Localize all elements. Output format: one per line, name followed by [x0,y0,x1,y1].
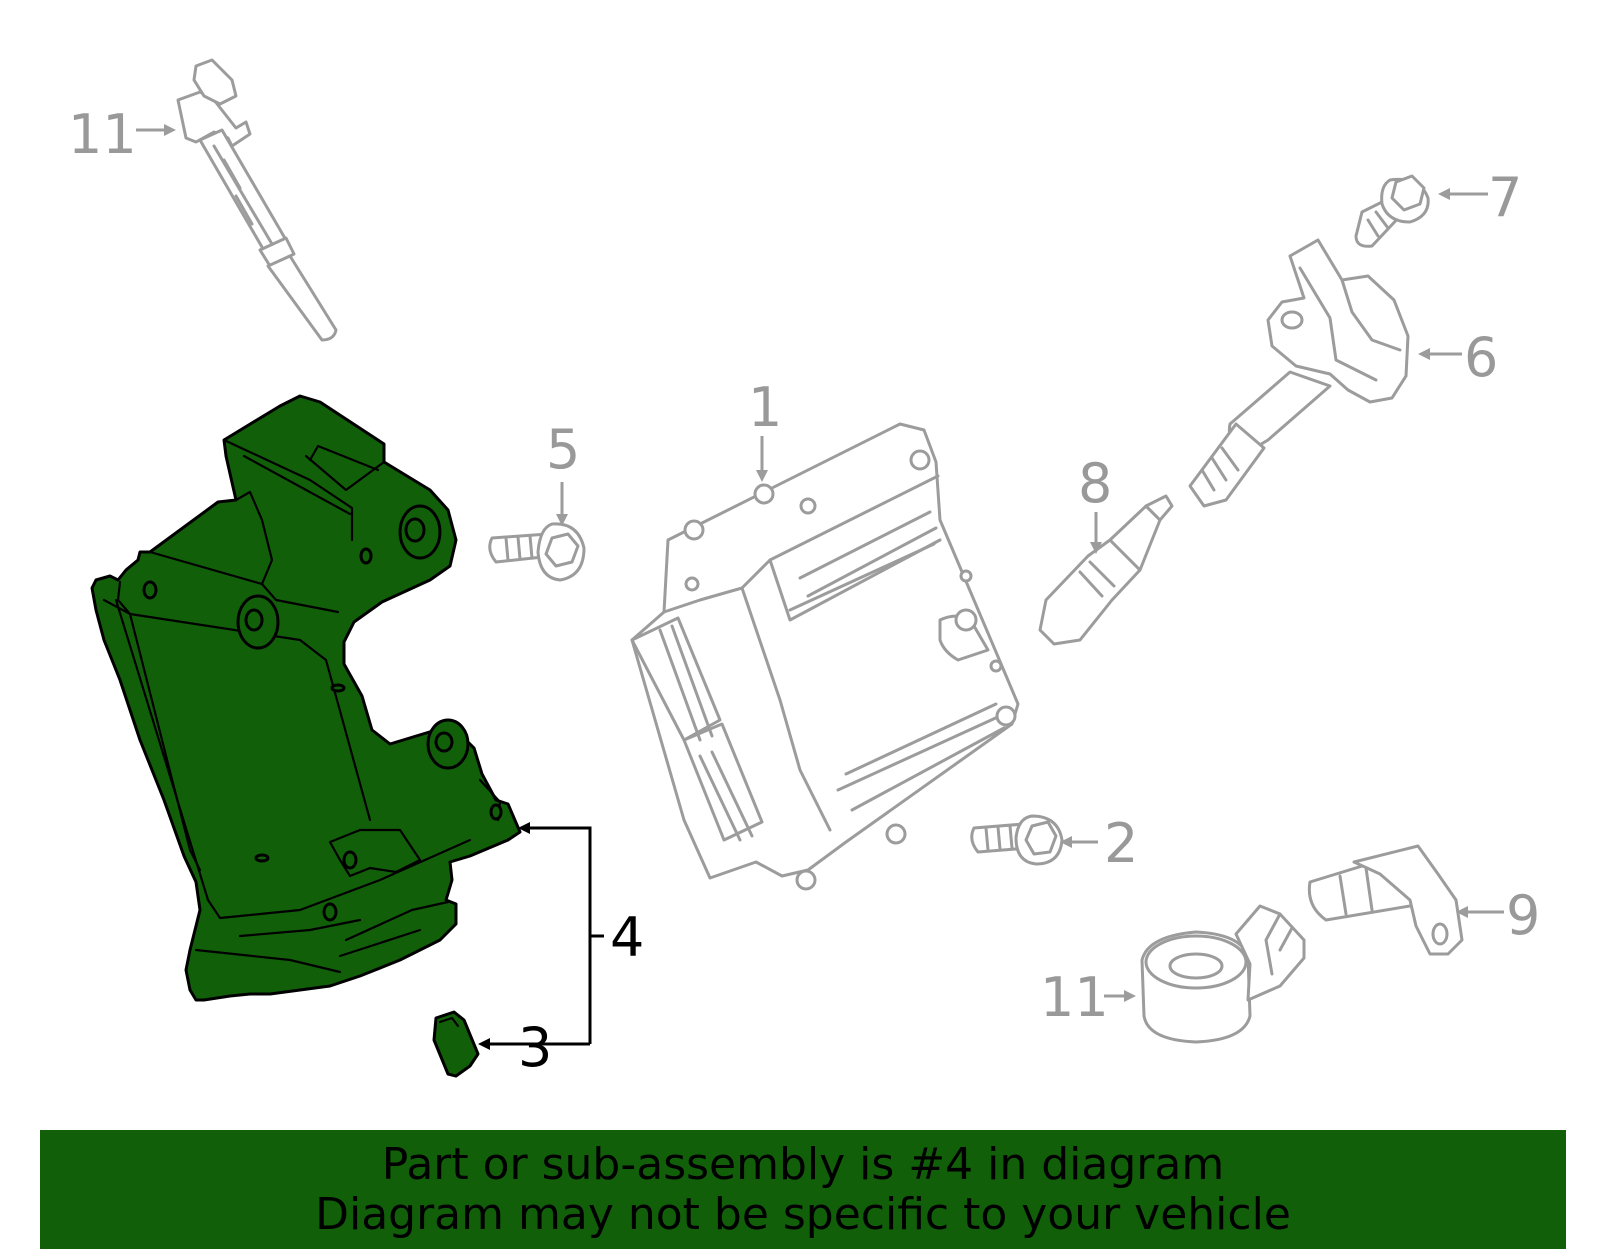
bracket-body [90,394,522,1002]
part-4-bracket[interactable] [90,394,522,1002]
part-1-ecu[interactable] [630,422,1020,891]
callout-6[interactable]: 6 [1464,326,1498,389]
callout-9[interactable]: 9 [1506,884,1540,947]
part-6-ignition-coil[interactable] [1188,238,1410,508]
callout-11[interactable]: 11 [1040,966,1109,1029]
callout-labels: 11 5 1 8 7 6 2 9 11 4 3 [68,103,1540,1079]
leader-lines [136,124,1504,1050]
part-5-bolt[interactable] [488,522,586,582]
callout-1[interactable]: 1 [748,376,782,439]
part-2-bolt[interactable] [970,814,1064,866]
callout-2[interactable]: 2 [1104,812,1138,875]
callout-3[interactable]: 3 [518,1016,552,1079]
part-7-bolt[interactable] [1354,174,1430,248]
callout-7[interactable]: 7 [1488,166,1522,229]
callout-5[interactable]: 5 [546,418,580,481]
info-banner: Part or sub-assembly is #4 in diagram Di… [40,1130,1566,1249]
callout-8[interactable]: 8 [1078,452,1112,515]
part-9-sensor[interactable] [1307,844,1464,956]
part-3-clip[interactable] [432,1010,480,1078]
banner-line-2: Diagram may not be specific to your vehi… [315,1188,1291,1240]
part-8-spark-plug[interactable] [1038,494,1174,646]
part-10-ignition-coil[interactable] [176,58,338,342]
callout-4[interactable]: 4 [610,906,644,969]
banner-line-1: Part or sub-assembly is #4 in diagram [381,1138,1225,1190]
part-11-knock-sensor[interactable] [1140,904,1306,1044]
callout-10[interactable]: 11 [68,103,137,166]
